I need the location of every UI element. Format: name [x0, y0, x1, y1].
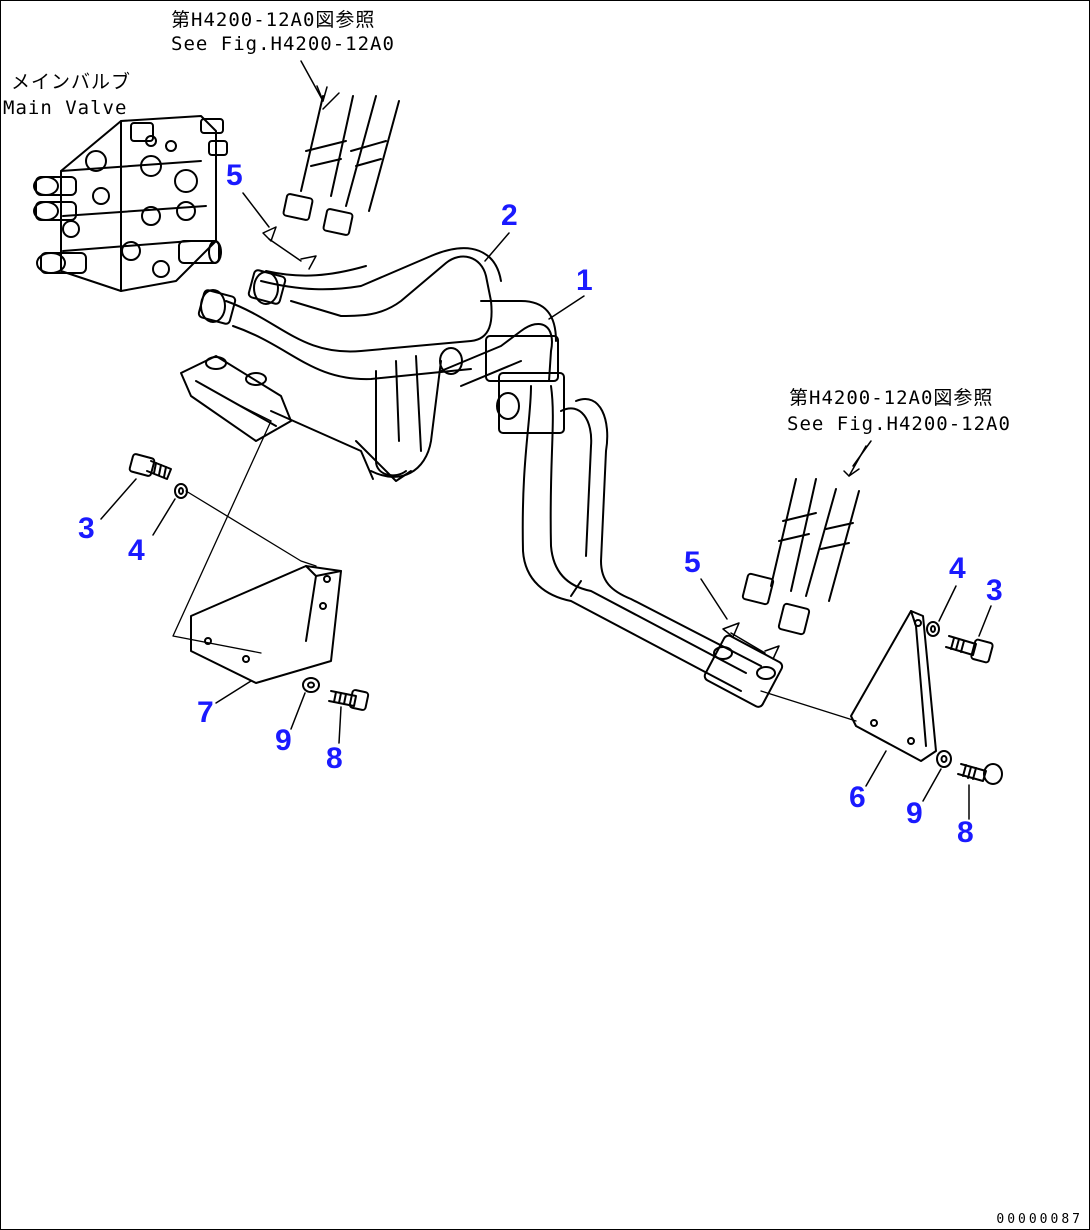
- right-hose-set: [741, 445, 867, 636]
- washer-9-left: [302, 677, 320, 693]
- bracket-6: [850, 610, 937, 762]
- washer-9-right: [936, 750, 952, 768]
- callout-8-right[interactable]: 8: [957, 816, 974, 849]
- document-number: 00000087: [996, 1212, 1083, 1227]
- tube-1: [439, 300, 784, 708]
- bolt-3-left: [128, 453, 172, 480]
- washer-4-left: [174, 483, 188, 499]
- callout-3-right[interactable]: 3: [986, 574, 1003, 607]
- reference-right-jp: 第H4200-12A0図参照: [789, 387, 994, 409]
- main-valve-label-en: Main Valve: [3, 97, 128, 119]
- callout-5-left[interactable]: 5: [226, 159, 243, 192]
- tube-2: [197, 247, 502, 478]
- reference-right-en: See Fig.H4200-12A0: [787, 413, 1011, 435]
- callout-8-left[interactable]: 8: [326, 742, 343, 775]
- assembly-lines: [172, 405, 857, 722]
- callout-9-left[interactable]: 9: [275, 724, 292, 757]
- callout-9-right[interactable]: 9: [906, 797, 923, 830]
- reference-leader-right: [852, 440, 872, 467]
- main-valve-label-jp: メインバルブ: [11, 71, 132, 93]
- reference-top-jp: 第H4200-12A0図参照: [171, 9, 376, 31]
- callout-4-right[interactable]: 4: [949, 552, 966, 585]
- bolt-8-right: [957, 763, 1003, 785]
- callout-2[interactable]: 2: [501, 199, 518, 232]
- callout-leaders: [100, 192, 992, 820]
- reference-top-en: See Fig.H4200-12A0: [171, 33, 395, 55]
- bolt-3-right: [945, 635, 994, 664]
- callout-6[interactable]: 6: [849, 781, 866, 814]
- callout-7[interactable]: 7: [197, 696, 214, 729]
- callout-5-right[interactable]: 5: [684, 546, 701, 579]
- callout-4-left[interactable]: 4: [128, 534, 145, 567]
- callout-1[interactable]: 1: [576, 264, 593, 297]
- left-block: [180, 355, 412, 482]
- bolt-8-left: [328, 689, 370, 711]
- clip-5-left: [262, 226, 317, 270]
- upper-hose-set: [282, 92, 400, 236]
- reference-leader-top: [300, 60, 324, 102]
- clip-5-right: [722, 622, 780, 660]
- callout-3-left[interactable]: 3: [78, 512, 95, 545]
- bracket-7: [190, 565, 342, 684]
- main-valve-illustration: [33, 115, 228, 292]
- washer-4-right: [926, 621, 940, 637]
- reference-arrow-top: [316, 85, 328, 102]
